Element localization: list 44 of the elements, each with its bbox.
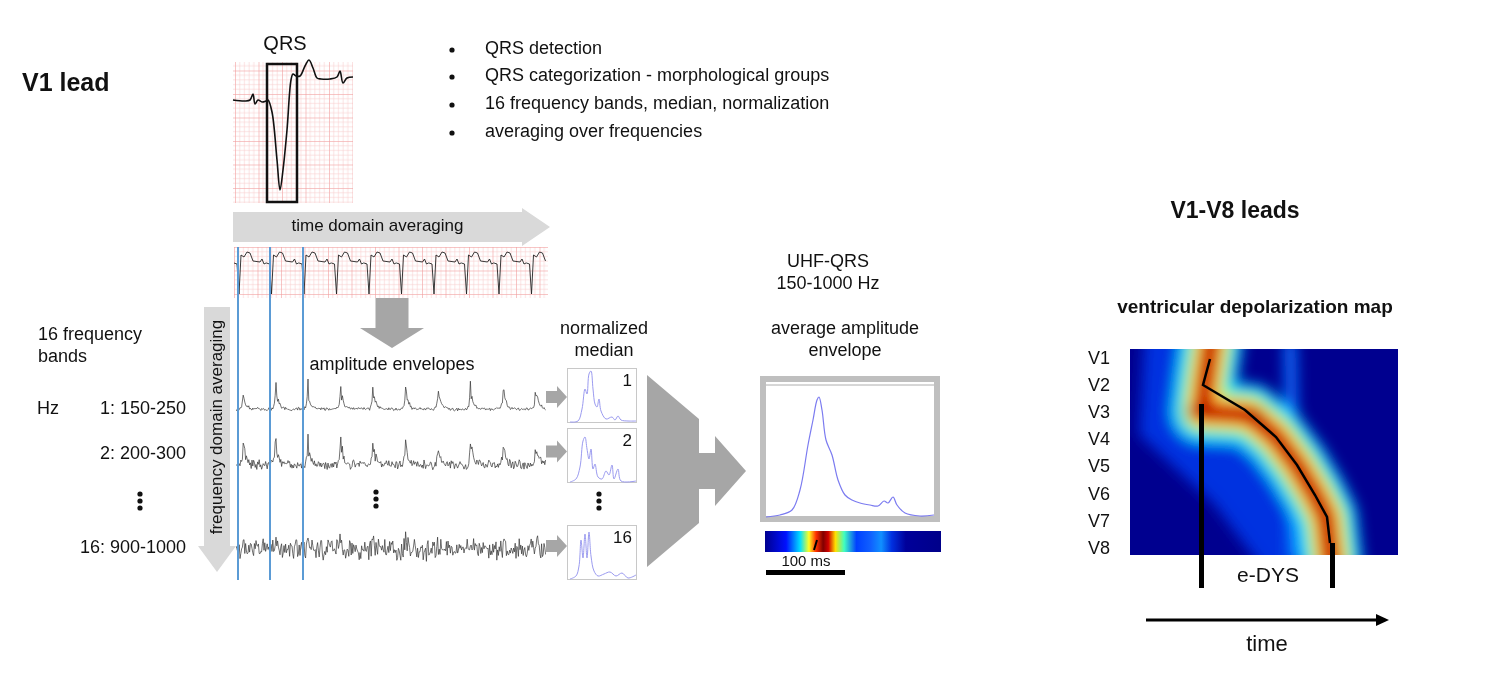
- plot-number: 2: [622, 431, 632, 452]
- row-label: V8: [1088, 537, 1112, 560]
- median-plot: [567, 428, 637, 483]
- arrow-label: frequency domain averaging: [206, 319, 227, 534]
- axis-title: 16 frequency bands: [38, 324, 144, 368]
- band-label: 16: 900-1000: [78, 537, 186, 559]
- scale-label: 100 ms: [780, 552, 832, 570]
- map-title: ventricular depolarization map: [1116, 296, 1394, 319]
- section-title: V1 lead: [22, 67, 111, 97]
- plot-title: average amplitude envelope: [769, 318, 921, 362]
- axis-title: time: [1245, 631, 1289, 658]
- row-label: V5: [1088, 456, 1112, 478]
- unit-label: Hz: [37, 398, 60, 420]
- band-label: 2: 200-300: [98, 443, 186, 465]
- plot-title: QRS: [262, 31, 308, 55]
- row-label: V7: [1088, 510, 1112, 533]
- block-arrow: [546, 535, 567, 557]
- block-arrow: [360, 298, 424, 348]
- section-title: V1-V8 leads: [1169, 197, 1301, 225]
- interval-label: e-DYS: [1236, 562, 1300, 588]
- list-item: 16 frequency bands, median, normalization: [485, 93, 831, 115]
- list-item: QRS categorization - morphological groups: [485, 65, 831, 87]
- row-label: V3: [1088, 402, 1112, 424]
- section-heading: UHF-QRS 150-1000 Hz: [775, 251, 881, 295]
- band-label: 1: 150-250: [98, 398, 186, 420]
- plot-number: 16: [613, 528, 632, 549]
- arrow-label: time domain averaging: [290, 216, 465, 237]
- row-label: V6: [1088, 483, 1112, 506]
- plot-number: 1: [622, 371, 632, 392]
- section-heading: amplitude envelopes: [308, 354, 476, 376]
- ecg-strip-plot: [234, 247, 548, 298]
- process-arrow: [198, 307, 236, 572]
- list-item: averaging over frequencies: [485, 121, 704, 143]
- median-plot: [567, 368, 637, 423]
- block-arrow: [546, 386, 567, 408]
- merge-arrow: [647, 375, 746, 567]
- median-plot: [567, 525, 637, 580]
- block-arrow: [546, 440, 567, 463]
- row-label: V2: [1088, 375, 1112, 397]
- row-label: V4: [1088, 429, 1112, 451]
- row-label: V1: [1088, 348, 1112, 370]
- column-heading: normalized median: [558, 318, 649, 362]
- process-arrow: [233, 208, 550, 246]
- list-item: QRS detection: [485, 38, 604, 60]
